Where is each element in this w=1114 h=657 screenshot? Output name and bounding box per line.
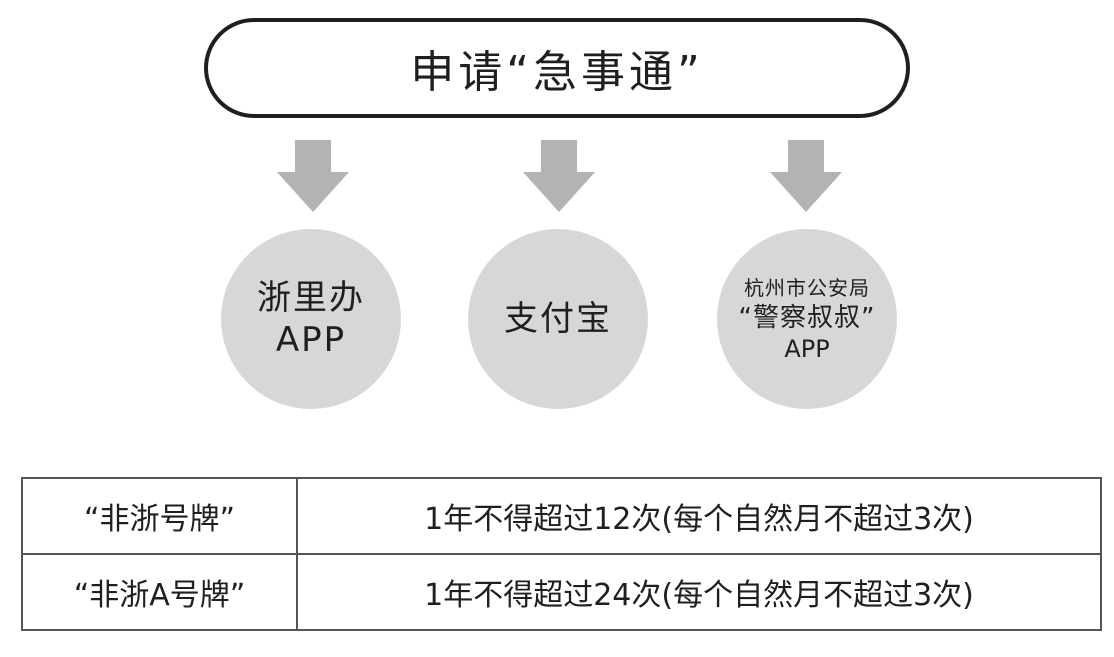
channel-zheliban: 浙里办 APP [221,229,401,409]
channel-police-app: 杭州市公安局 “警察叔叔” APP [717,229,897,409]
plate-type-cell: “非浙号牌” [21,477,298,555]
arrow-down-icon [277,140,349,212]
table-row: “非浙A号牌” 1年不得超过24次(每个自然月不超过3次) [21,553,1102,631]
channel-alipay: 支付宝 [468,229,648,409]
table-row: “非浙号牌” 1年不得超过12次(每个自然月不超过3次) [21,477,1102,555]
channel-label: 浙里办 [257,278,365,318]
channel-label: “警察叔叔” [738,303,876,333]
limit-cell: 1年不得超过12次(每个自然月不超过3次) [296,477,1102,555]
channel-label: 杭州市公安局 [744,276,870,300]
channel-label: APP [275,320,347,360]
arrow-down-icon [523,140,595,212]
channel-label: 支付宝 [504,299,612,339]
title-box: 申请“急事通” [204,18,910,118]
channel-label: APP [784,335,830,363]
arrow-down-icon [770,140,842,212]
title-text: 申请“急事通” [410,47,704,98]
plate-type-cell: “非浙A号牌” [21,553,298,631]
limit-cell: 1年不得超过24次(每个自然月不超过3次) [296,553,1102,631]
rules-table: “非浙号牌” 1年不得超过12次(每个自然月不超过3次) “非浙A号牌” 1年不… [21,477,1102,631]
